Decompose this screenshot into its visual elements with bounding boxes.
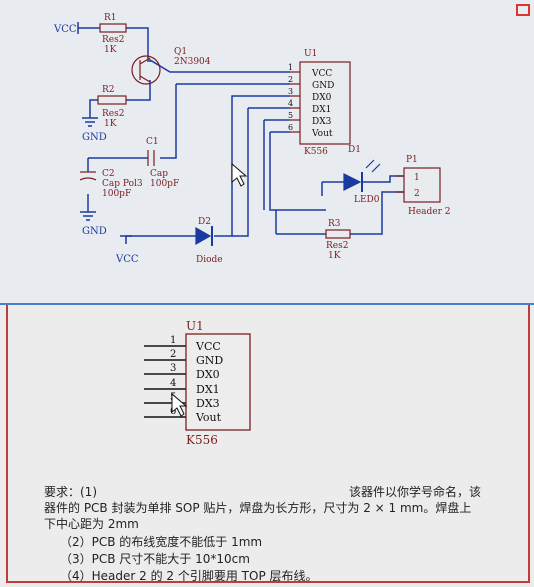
c2-type: Cap Pol3 xyxy=(102,179,143,189)
mouse-cursor-icon xyxy=(171,392,188,417)
r2-val2: 1K xyxy=(104,119,117,129)
u1-pin-name-3: DX0 xyxy=(312,93,332,103)
requirement-item-4: （4）Header 2 的 2 个引脚要用 TOP 层布线。 xyxy=(60,569,318,583)
component-part: K556 xyxy=(186,433,218,447)
c2-ref: C2 xyxy=(102,169,115,179)
requirements-heading-right: 该器件以你学号命名，该 xyxy=(349,485,482,499)
r3-val2: 1K xyxy=(328,251,341,261)
pin-name-5: DX3 xyxy=(196,397,220,410)
r1-value: Res2 xyxy=(102,35,124,45)
d1-ref: D1 xyxy=(348,145,361,155)
u1-pin-num-5: 5 xyxy=(288,111,293,120)
u1-pin-name-1: VCC xyxy=(311,69,332,79)
pin-number-4: 4 xyxy=(170,378,176,389)
component-symbol: U1 K556 VCC GND DX0 DX1 DX3 Vout 1 2 3 4… xyxy=(144,319,251,447)
p1-ref: P1 xyxy=(406,155,418,165)
u1-pin-num-1: 1 xyxy=(288,63,293,72)
u1-part: K556 xyxy=(304,147,328,157)
u1-pin-num-6: 6 xyxy=(288,123,293,132)
corner-marker xyxy=(516,4,530,16)
schematic-diagram: VCC GND GND VCC R1 Res2 1K R2 Res2 1K Q1… xyxy=(53,13,451,265)
u1-ref: U1 xyxy=(304,49,317,59)
requirement-item-2: （2）PCB 的布线宽度不能低于 1mm xyxy=(60,535,263,549)
u1-pin-num-4: 4 xyxy=(288,99,293,108)
u1-pin-num-3: 3 xyxy=(288,87,293,96)
vcc-top-label: VCC xyxy=(53,24,77,35)
q1-part: 2N3904 xyxy=(174,57,211,67)
c2-value: 100pF xyxy=(102,189,131,199)
p1-part: Header 2 xyxy=(408,207,451,217)
r2-ref: R2 xyxy=(102,85,115,95)
u1-pin-name-5: DX3 xyxy=(312,117,332,127)
c1-type: Cap xyxy=(150,169,168,179)
p1-pin2: 2 xyxy=(414,189,420,199)
border-right xyxy=(528,305,530,583)
vcc-bottom-label: VCC xyxy=(115,254,139,265)
d2-ref: D2 xyxy=(198,217,211,227)
r1-ref: R1 xyxy=(104,13,117,23)
gnd-left-label: GND xyxy=(82,132,107,143)
pin-number-3: 3 xyxy=(170,363,176,374)
section-divider xyxy=(0,303,534,305)
pin-number-1: 1 xyxy=(170,335,176,346)
gnd-c2-label: GND xyxy=(82,226,107,237)
c1-value: 100pF xyxy=(150,179,179,189)
border-left xyxy=(6,305,8,583)
pin-name-4: DX1 xyxy=(196,383,220,396)
component-panel: U1 K556 VCC GND DX0 DX1 DX3 Vout 1 2 3 4… xyxy=(0,305,534,587)
pin-name-3: DX0 xyxy=(196,368,220,381)
pin-name-2: GND xyxy=(196,354,223,367)
r3-value: Res2 xyxy=(326,241,348,251)
requirements-heading: 要求：(1) 该器件以你学号命名，该 xyxy=(44,484,504,500)
pin-name-6: Vout xyxy=(195,411,222,424)
requirements-line-2: 器件的 PCB 封装为单排 SOP 贴片，焊盘为长方形，尺寸为 2 × 1 mm… xyxy=(44,501,472,515)
d2-part: Diode xyxy=(196,255,223,265)
u1-pin-name-6: Vout xyxy=(311,129,333,139)
u1-pin-name-4: DX1 xyxy=(312,105,331,115)
requirements-heading-left: 要求：(1) xyxy=(44,485,97,499)
requirement-item-3: （3）PCB 尺寸不能大于 10*10cm xyxy=(60,552,250,566)
p1-pin1: 1 xyxy=(414,173,420,183)
pin-name-1: VCC xyxy=(195,340,221,353)
c1-ref: C1 xyxy=(146,137,159,147)
requirements-line-3: 下中心距为 2mm xyxy=(44,517,139,531)
r1-val2: 1K xyxy=(104,45,117,55)
r3-ref: R3 xyxy=(328,219,341,229)
r2-value: Res2 xyxy=(102,109,124,119)
component-ref: U1 xyxy=(186,319,204,333)
d1-part: LED0 xyxy=(354,195,380,205)
schematic-panel: VCC GND GND VCC R1 Res2 1K R2 Res2 1K Q1… xyxy=(0,0,534,303)
u1-pin-name-2: GND xyxy=(312,81,334,91)
mouse-cursor-icon xyxy=(231,162,248,187)
border-bottom xyxy=(6,581,530,583)
u1-pin-num-2: 2 xyxy=(288,75,293,84)
q1-ref: Q1 xyxy=(174,47,187,57)
pin-number-2: 2 xyxy=(170,349,176,360)
